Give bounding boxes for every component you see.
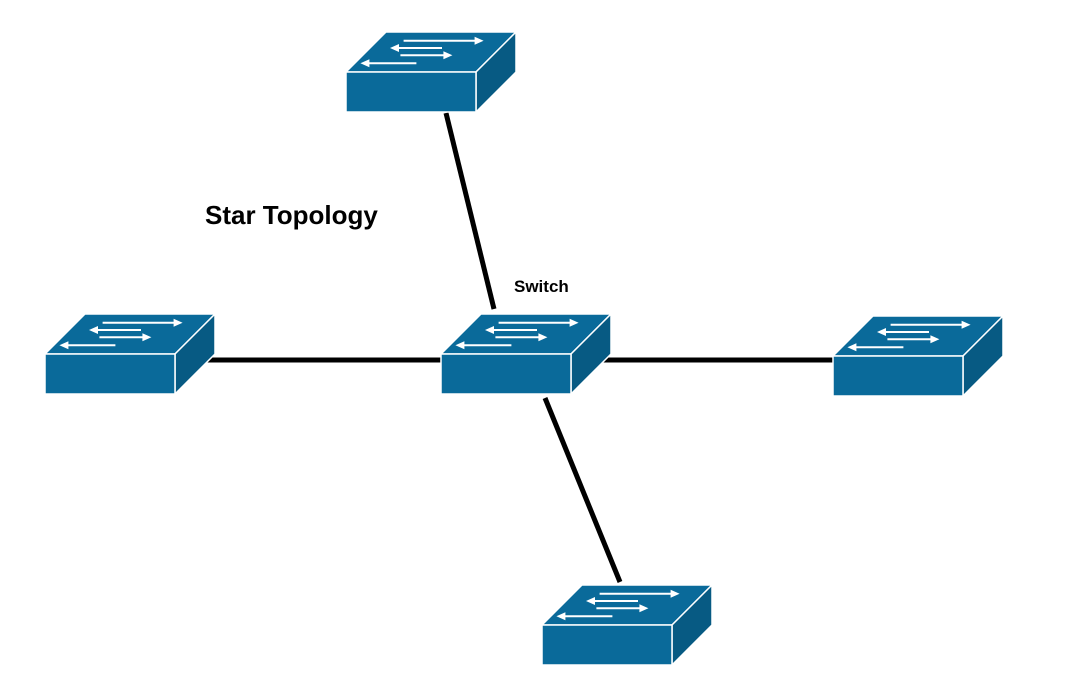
switch-arrows-icon — [360, 36, 484, 68]
switch-arrows-icon — [455, 318, 579, 350]
switch-center-icon — [440, 313, 612, 395]
center-switch-label: Switch — [514, 277, 569, 296]
switch-arrows-icon — [847, 320, 971, 352]
switch-top-icon — [345, 31, 517, 113]
switch-arrows-icon — [59, 318, 183, 350]
switch-bottom-icon — [541, 584, 713, 666]
links-layer — [206, 112, 833, 583]
diagram-title: Star Topology — [205, 200, 378, 230]
switch-right-icon — [832, 315, 1004, 397]
link-switch-center-to-switch-bottom — [542, 397, 623, 583]
switch-arrows-icon — [556, 589, 680, 621]
switch-left-icon — [44, 313, 216, 395]
link-switch-center-to-switch-top — [443, 112, 497, 310]
nodes-layer — [44, 31, 1004, 666]
